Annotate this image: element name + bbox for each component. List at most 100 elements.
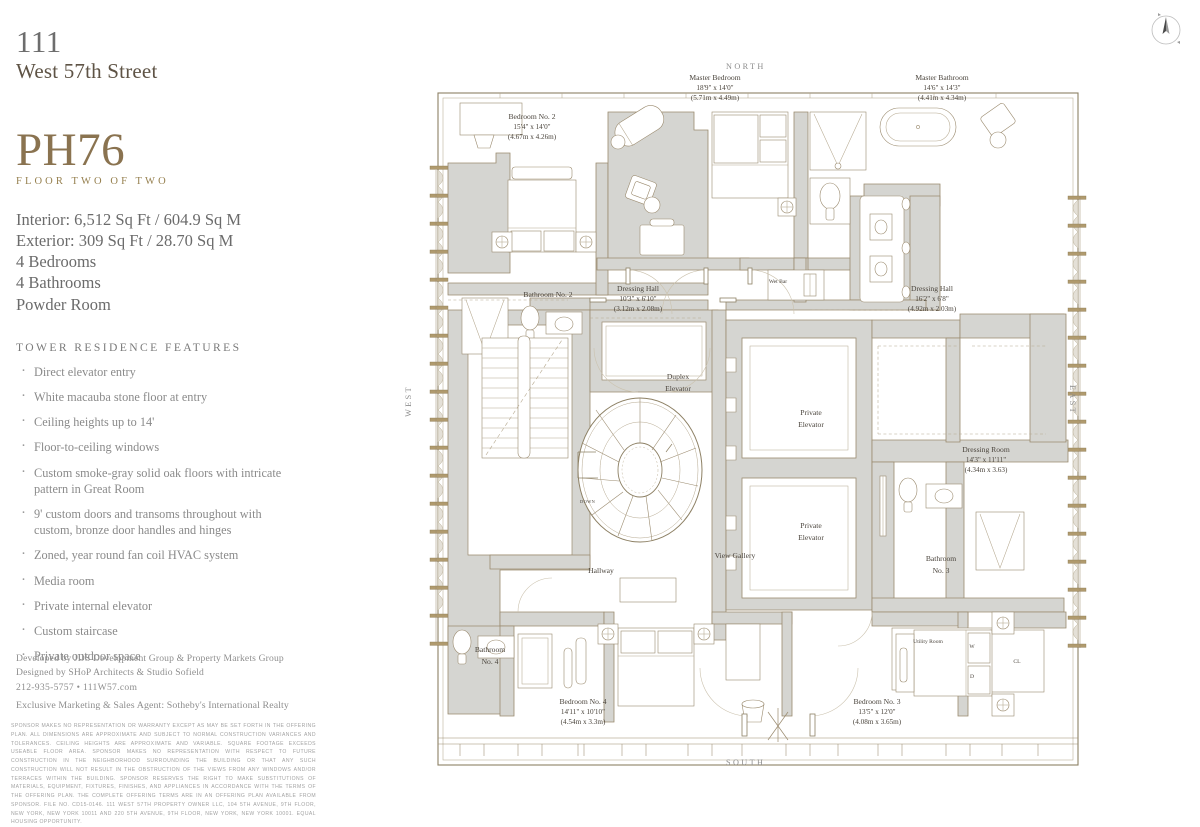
direction-south: SOUTH xyxy=(726,758,766,767)
info-panel: 111 West 57th Street PH76 FLOOR TWO OF T… xyxy=(0,0,400,825)
feature-item: Ceiling heights up to 14' xyxy=(16,412,286,432)
label-duplex-elev-2: Elevator xyxy=(665,384,691,393)
unit-floor-label: FLOOR TWO OF TWO xyxy=(16,176,169,188)
floor-plan: NORTH SOUTH WEST EAST .wall { fill:#d5d5… xyxy=(390,0,1200,800)
dim-master-bathroom-m: (4.41m x 4.34m) xyxy=(918,94,967,102)
dim-bedroom3-m: (4.08m x 3.65m) xyxy=(853,718,902,726)
features-heading: TOWER RESIDENCE FEATURES xyxy=(16,340,242,354)
bedroom2-bed xyxy=(491,166,597,253)
spec-bedrooms: 4 Bedrooms xyxy=(16,252,97,272)
door-leaves xyxy=(589,267,816,737)
sales-agent: Exclusive Marketing & Sales Agent: Sothe… xyxy=(16,700,289,711)
label-view-gallery: View Gallery xyxy=(715,551,756,560)
feature-item: Private outdoor space xyxy=(16,646,286,666)
bedroom4-closet-box xyxy=(725,623,761,681)
dim-dressing-room-ft: 14'3" x 11'11" xyxy=(966,456,1006,464)
feature-item: Custom staircase xyxy=(16,621,286,641)
label-master-bathroom: Master Bathroom xyxy=(915,73,968,82)
contact-info[interactable]: 212-935-5757 • 111W57.com xyxy=(16,682,138,693)
feature-item: 9' custom doors and transoms throughout … xyxy=(16,504,286,538)
direction-north: NORTH xyxy=(726,62,766,71)
building-number: 111 xyxy=(16,24,62,59)
label-hallway: Hallway xyxy=(588,566,614,575)
dim-bedroom3-ft: 13'5" x 12'0" xyxy=(858,708,895,716)
feature-item: Custom smoke-gray solid oak floors with … xyxy=(16,462,286,497)
south-terrace-furniture xyxy=(741,699,789,742)
label-bathroom4-2: No. 4 xyxy=(482,657,499,666)
feature-item: Direct elevator entry xyxy=(16,362,286,382)
label-bathroom3-1: Bathroom xyxy=(926,554,956,563)
label-utility-room: Utility Room xyxy=(913,639,943,645)
features-list: Direct elevator entry White macauba ston… xyxy=(16,362,386,667)
feature-item: Private internal elevator xyxy=(16,596,286,616)
dressing-hall-closets xyxy=(448,299,924,319)
label-dressing-room: Dressing Room xyxy=(962,445,1010,454)
gallery-console xyxy=(619,577,677,603)
door-swings xyxy=(517,269,873,717)
east-facade-detail xyxy=(1067,195,1087,648)
label-bedroom4: Bedroom No. 4 xyxy=(559,697,606,706)
feature-item: Floor-to-ceiling windows xyxy=(16,437,286,457)
dim-master-bedroom-ft: 18'9" x 14'0" xyxy=(696,84,733,92)
master-bathroom-fixtures xyxy=(809,111,867,225)
feature-item: Media room xyxy=(16,571,286,591)
dim-dressing-hall-west-ft: 10'3" x 6'10" xyxy=(619,295,656,303)
dim-dressing-hall-east-ft: 16'2" x 6'8" xyxy=(915,295,949,303)
dim-dressing-room-m: (4.34m x 3.63) xyxy=(965,466,1008,474)
feature-item: Zoned, year round fan coil HVAC system xyxy=(16,545,286,565)
nw-terrace-furniture xyxy=(459,102,523,149)
secondary-staircase xyxy=(481,335,569,459)
master-bathtub xyxy=(879,107,957,147)
compass-rose-icon xyxy=(1151,13,1181,45)
label-private-elev-1b: Elevator xyxy=(798,420,824,429)
wet-bar-fixture xyxy=(767,269,825,301)
room-labels: Bedroom No. 2 15'4" x 14'0" (4.67m x 4.2… xyxy=(475,73,1021,726)
dim-bedroom4-m: (4.54m x 3.3m) xyxy=(561,718,606,726)
label-bathroom2: Bathroom No. 2 xyxy=(523,290,572,299)
direction-west: WEST xyxy=(404,385,413,417)
dim-dressing-hall-east-m: (4.92m x 2.03m) xyxy=(908,305,957,313)
dim-bedroom2-m: (4.67m x 4.26m) xyxy=(508,133,557,141)
label-dryer: D xyxy=(970,674,974,680)
bathroom3-fixtures xyxy=(879,475,1025,571)
interior-walls xyxy=(447,111,1069,723)
dressing-room-closets xyxy=(877,345,1046,435)
label-bathroom3-2: No. 3 xyxy=(933,566,950,575)
west-facade-detail xyxy=(429,165,449,646)
label-wet-bar: Wet Bar xyxy=(769,279,787,285)
building-street: West 57th Street xyxy=(16,58,158,83)
south-window-mullions xyxy=(438,737,1078,756)
label-bedroom3: Bedroom No. 3 xyxy=(853,697,900,706)
developed-by: Developed by JDS Development Group & Pro… xyxy=(16,653,284,664)
label-private-elev-2b: Elevator xyxy=(798,533,824,542)
bedroom4-bed xyxy=(575,623,715,707)
label-dressing-hall-east: Dressing Hall xyxy=(911,284,953,293)
unit-name: PH76 xyxy=(16,123,126,176)
label-closet: CL xyxy=(1013,659,1021,665)
label-master-bedroom: Master Bedroom xyxy=(689,73,740,82)
bathroom4-fixtures xyxy=(452,629,573,689)
spec-powder: Powder Room xyxy=(16,294,111,314)
designed-by: Designed by SHoP Architects & Studio Sof… xyxy=(16,666,204,678)
spec-interior: Interior: 6,512 Sq Ft / 604.9 Sq M xyxy=(16,210,242,230)
developer-credits: Developed by JDS Development Group & Pro… xyxy=(16,652,284,680)
feature-item: White macauba stone floor at entry xyxy=(16,387,286,407)
label-private-elev-1a: Private xyxy=(800,408,822,417)
master-bed xyxy=(711,111,797,217)
dim-bedroom2-ft: 15'4" x 14'0" xyxy=(513,123,550,131)
legal-disclaimer: SPONSOR MAKES NO REPRESENTATION OR WARRA… xyxy=(11,723,316,826)
dim-master-bathroom-ft: 14'6" x 14'3" xyxy=(923,84,960,92)
spiral-staircase: DOWN xyxy=(577,397,703,543)
master-bedroom-furniture xyxy=(610,105,685,256)
spec-bathrooms: 4 Bathrooms xyxy=(16,273,101,293)
stair-down-label: DOWN xyxy=(580,499,596,504)
ne-terrace-furniture xyxy=(980,103,1016,149)
label-private-elev-2a: Private xyxy=(800,521,822,530)
master-vanity xyxy=(859,195,911,303)
spec-exterior: Exterior: 309 Sq Ft / 28.70 Sq M xyxy=(16,231,234,251)
direction-east: EAST xyxy=(1068,385,1077,416)
bedroom3-bed xyxy=(895,611,1015,717)
label-dressing-hall-west: Dressing Hall xyxy=(617,284,659,293)
label-washer: W xyxy=(969,644,975,650)
label-duplex-elev-1: Duplex xyxy=(667,372,690,381)
